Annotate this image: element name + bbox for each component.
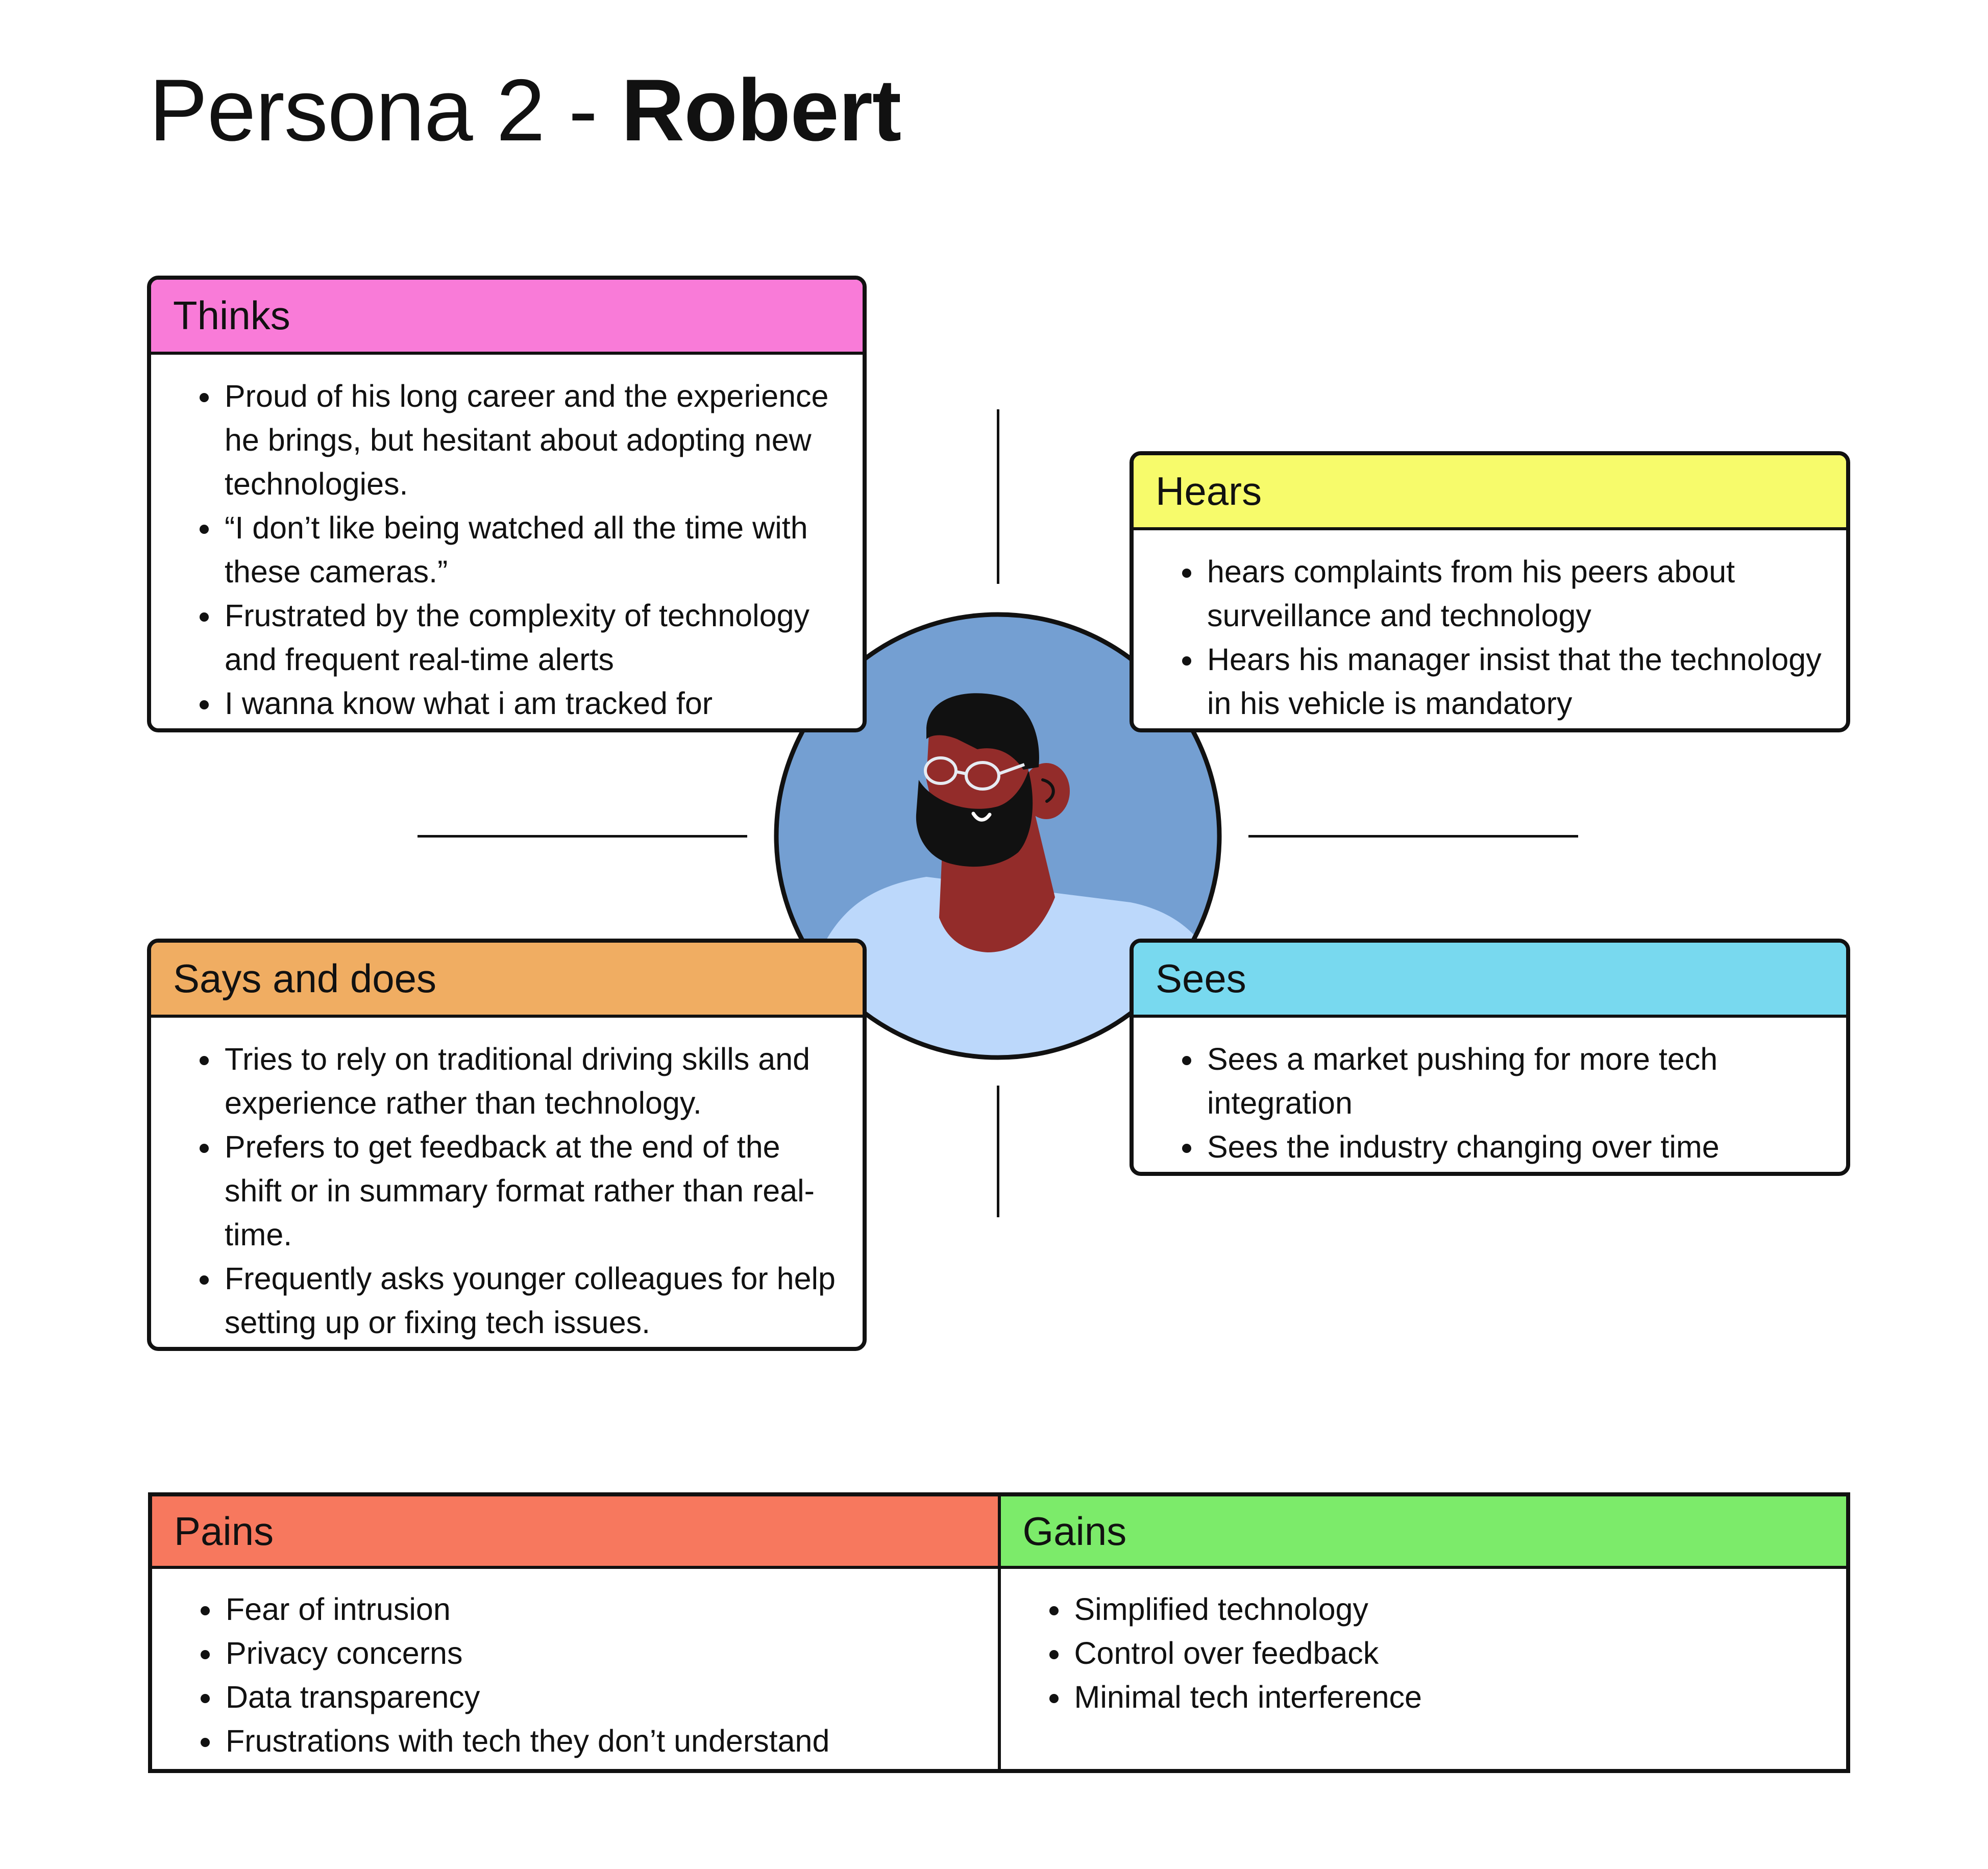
sees-title: Sees <box>1156 956 1246 1001</box>
list-item: Hears his manager insist that the techno… <box>1204 637 1826 725</box>
pains-gains-table: Pains Fear of intrusion Privacy concerns… <box>148 1492 1850 1773</box>
list-item: Tries to rely on traditional driving ski… <box>222 1037 842 1125</box>
sees-list: Sees a market pushing for more tech inte… <box>1134 1018 1846 1169</box>
list-item: I wanna know what i am tracked for <box>222 681 842 725</box>
hears-header: Hears <box>1134 455 1846 530</box>
list-item: Fear of intrusion <box>223 1587 977 1631</box>
hears-card: Hears hears complaints from his peers ab… <box>1130 451 1850 732</box>
axis-line-top <box>997 409 999 584</box>
avatar-beard <box>916 771 1033 867</box>
avatar-ear <box>1023 763 1070 819</box>
list-item: Proud of his long career and the experie… <box>222 374 842 506</box>
list-item: Simplified technology <box>1071 1587 1826 1631</box>
pains-column: Pains Fear of intrusion Privacy concerns… <box>152 1496 998 1769</box>
list-item: Minimal tech interference <box>1071 1675 1826 1719</box>
bearded-man-with-glasses-portrait-icon <box>794 693 1219 1058</box>
pains-title: Pains <box>174 1508 274 1554</box>
list-item: Data transparency <box>223 1675 977 1719</box>
list-item: “I don’t like being watched all the time… <box>222 506 842 594</box>
pains-list: Fear of intrusion Privacy concerns Data … <box>152 1569 998 1763</box>
hears-list: hears complaints from his peers about su… <box>1134 530 1846 725</box>
glasses-icon <box>924 756 1025 791</box>
list-item: Control over feedback <box>1071 1631 1826 1675</box>
list-item: Frustrated by the complexity of technolo… <box>222 594 842 681</box>
list-item: Prefers to get feedback at the end of th… <box>222 1125 842 1257</box>
thinks-card: Thinks Proud of his long career and the … <box>147 276 867 732</box>
axis-line-bottom <box>997 1086 999 1217</box>
says-and-does-card: Says and does Tries to rely on tradition… <box>147 939 867 1351</box>
axis-line-right <box>1248 835 1578 838</box>
list-item: Frustrations with tech they don’t unders… <box>223 1719 977 1763</box>
axis-line-left <box>418 835 747 838</box>
list-item: Sees the industry changing over time <box>1204 1125 1826 1169</box>
thinks-header: Thinks <box>151 280 863 355</box>
thinks-title: Thinks <box>173 293 290 338</box>
gains-column: Gains Simplified technology Control over… <box>997 1496 1847 1769</box>
gains-header: Gains <box>1000 1496 1846 1569</box>
thinks-list: Proud of his long career and the experie… <box>151 355 863 725</box>
says-and-does-list: Tries to rely on traditional driving ski… <box>151 1018 863 1344</box>
pains-header: Pains <box>152 1496 998 1569</box>
says-and-does-title: Says and does <box>173 956 437 1001</box>
list-item: Frequently asks younger colleagues for h… <box>222 1257 842 1344</box>
sees-card: Sees Sees a market pushing for more tech… <box>1130 939 1850 1176</box>
sees-header: Sees <box>1134 943 1846 1018</box>
avatar-hair <box>926 693 1039 770</box>
list-item: Sees a market pushing for more tech inte… <box>1204 1037 1826 1125</box>
page-title: Persona 2 - Robert <box>149 66 901 154</box>
list-item: Privacy concerns <box>223 1631 977 1675</box>
title-prefix: Persona 2 - <box>149 61 621 159</box>
gains-list: Simplified technology Control over feedb… <box>1001 1569 1847 1719</box>
list-item: hears complaints from his peers about su… <box>1204 550 1826 637</box>
avatar-shirt <box>794 877 1219 1058</box>
gains-title: Gains <box>1022 1508 1127 1554</box>
persona-avatar <box>774 612 1222 1060</box>
says-and-does-header: Says and does <box>151 943 863 1018</box>
persona-name: Robert <box>621 61 901 159</box>
hears-title: Hears <box>1156 469 1262 513</box>
